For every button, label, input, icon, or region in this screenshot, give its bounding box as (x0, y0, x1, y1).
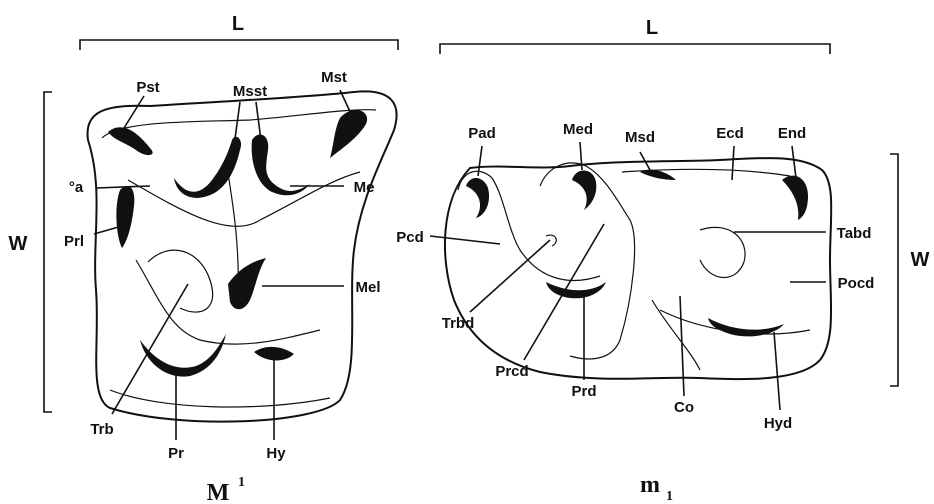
lower-molar-diagram: L W Pad Med (396, 17, 929, 504)
label-mel: Mel (355, 279, 380, 296)
label-pad: Pad (468, 125, 496, 142)
upper-length-label: L (232, 13, 244, 35)
label-trbd: Trbd (442, 315, 475, 332)
lower-caption-sub: 1 (666, 489, 673, 504)
label-msd: Msd (625, 129, 655, 146)
label-hyd: Hyd (764, 415, 792, 432)
label-pa: °a (69, 179, 84, 196)
label-prcd: Prcd (495, 363, 528, 380)
label-co: Co (674, 399, 694, 416)
upper-molar-diagram: L W Pst Msst Ms (9, 13, 398, 504)
lower-molar-outline (445, 158, 831, 379)
label-pocd: Pocd (838, 275, 875, 292)
label-ecd: Ecd (716, 125, 744, 142)
lower-caption: m (640, 472, 660, 498)
upper-caption-sup: 1 (238, 475, 245, 490)
label-pr: Pr (168, 445, 184, 462)
label-mst: Mst (321, 69, 347, 86)
label-prd: Prd (571, 383, 596, 400)
label-me: Me (354, 179, 375, 196)
label-tabd: Tabd (837, 225, 872, 242)
lower-length-label: L (646, 17, 658, 39)
lower-length-bracket (440, 44, 830, 54)
upper-width-bracket (44, 92, 52, 412)
label-msst: Msst (233, 83, 267, 100)
label-prl: Prl (64, 233, 84, 250)
upper-width-label: W (9, 233, 28, 255)
label-med: Med (563, 121, 593, 138)
label-pst: Pst (136, 79, 159, 96)
upper-length-bracket (80, 40, 398, 50)
lower-width-label: W (911, 249, 930, 271)
label-trb: Trb (90, 421, 113, 438)
label-pcd: Pcd (396, 229, 424, 246)
label-end: End (778, 125, 806, 142)
upper-caption: M (207, 480, 230, 504)
lower-width-bracket (890, 154, 898, 386)
label-hy: Hy (266, 445, 286, 462)
